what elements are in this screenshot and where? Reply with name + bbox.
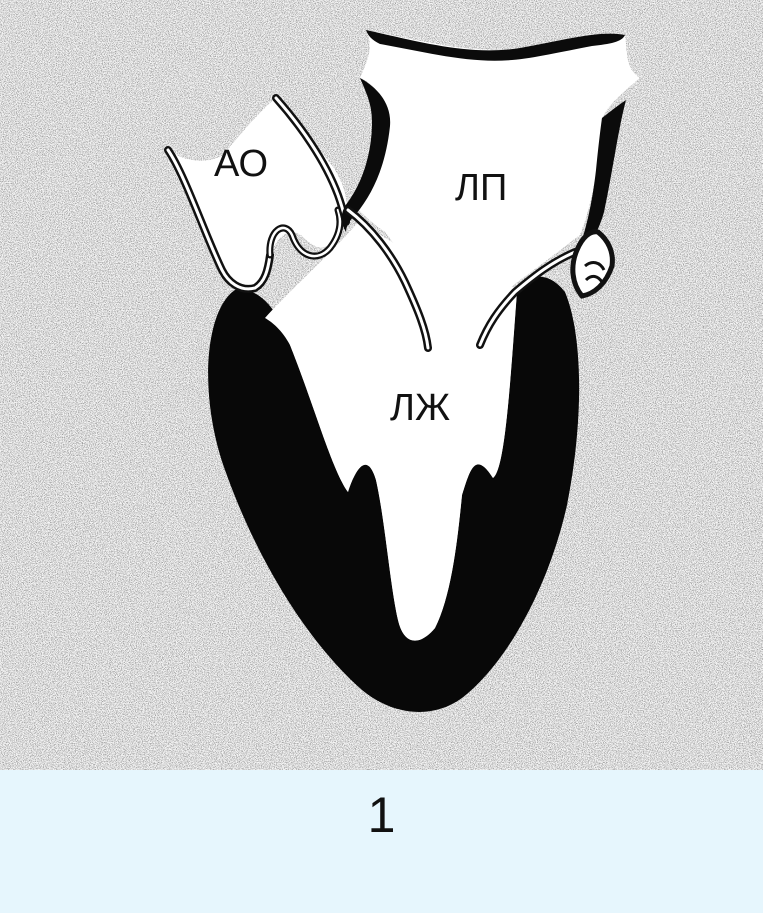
figure-number: 1 [0,790,763,840]
aorta-label: АО [214,143,268,185]
left-ventricle-label: ЛЖ [390,387,450,429]
left-atrium-label: ЛП [455,167,507,209]
